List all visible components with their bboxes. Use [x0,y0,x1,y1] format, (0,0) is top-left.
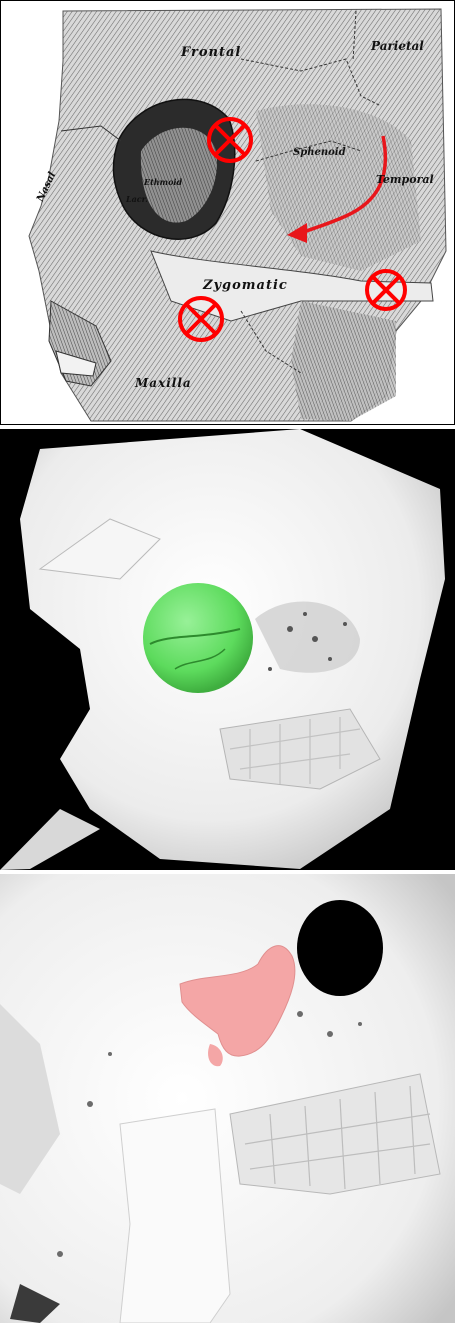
label-sphenoid: Sphenoid [293,147,346,158]
label-zygomatic: Zygomatic [203,278,288,293]
ct-skull-render-sphere [0,429,455,870]
label-parietal: Parietal [371,39,424,53]
label-frontal: Frontal [181,45,241,60]
label-ethmoid: Ethmoid [144,177,182,187]
orbit-hole [297,900,383,996]
skull-illustration [1,1,454,424]
label-temporal: Temporal [376,173,434,186]
target-sphere [143,583,253,693]
anatomy-panel: Frontal Parietal Sphenoid Temporal Ethmo… [0,0,455,425]
label-maxilla: Maxilla [135,376,192,390]
ct-segmented-panel [0,874,455,1323]
ct-sphere-panel [0,429,455,870]
label-lacrimal: Lacr. [126,194,148,204]
ct-skull-render-segmented [0,874,455,1323]
